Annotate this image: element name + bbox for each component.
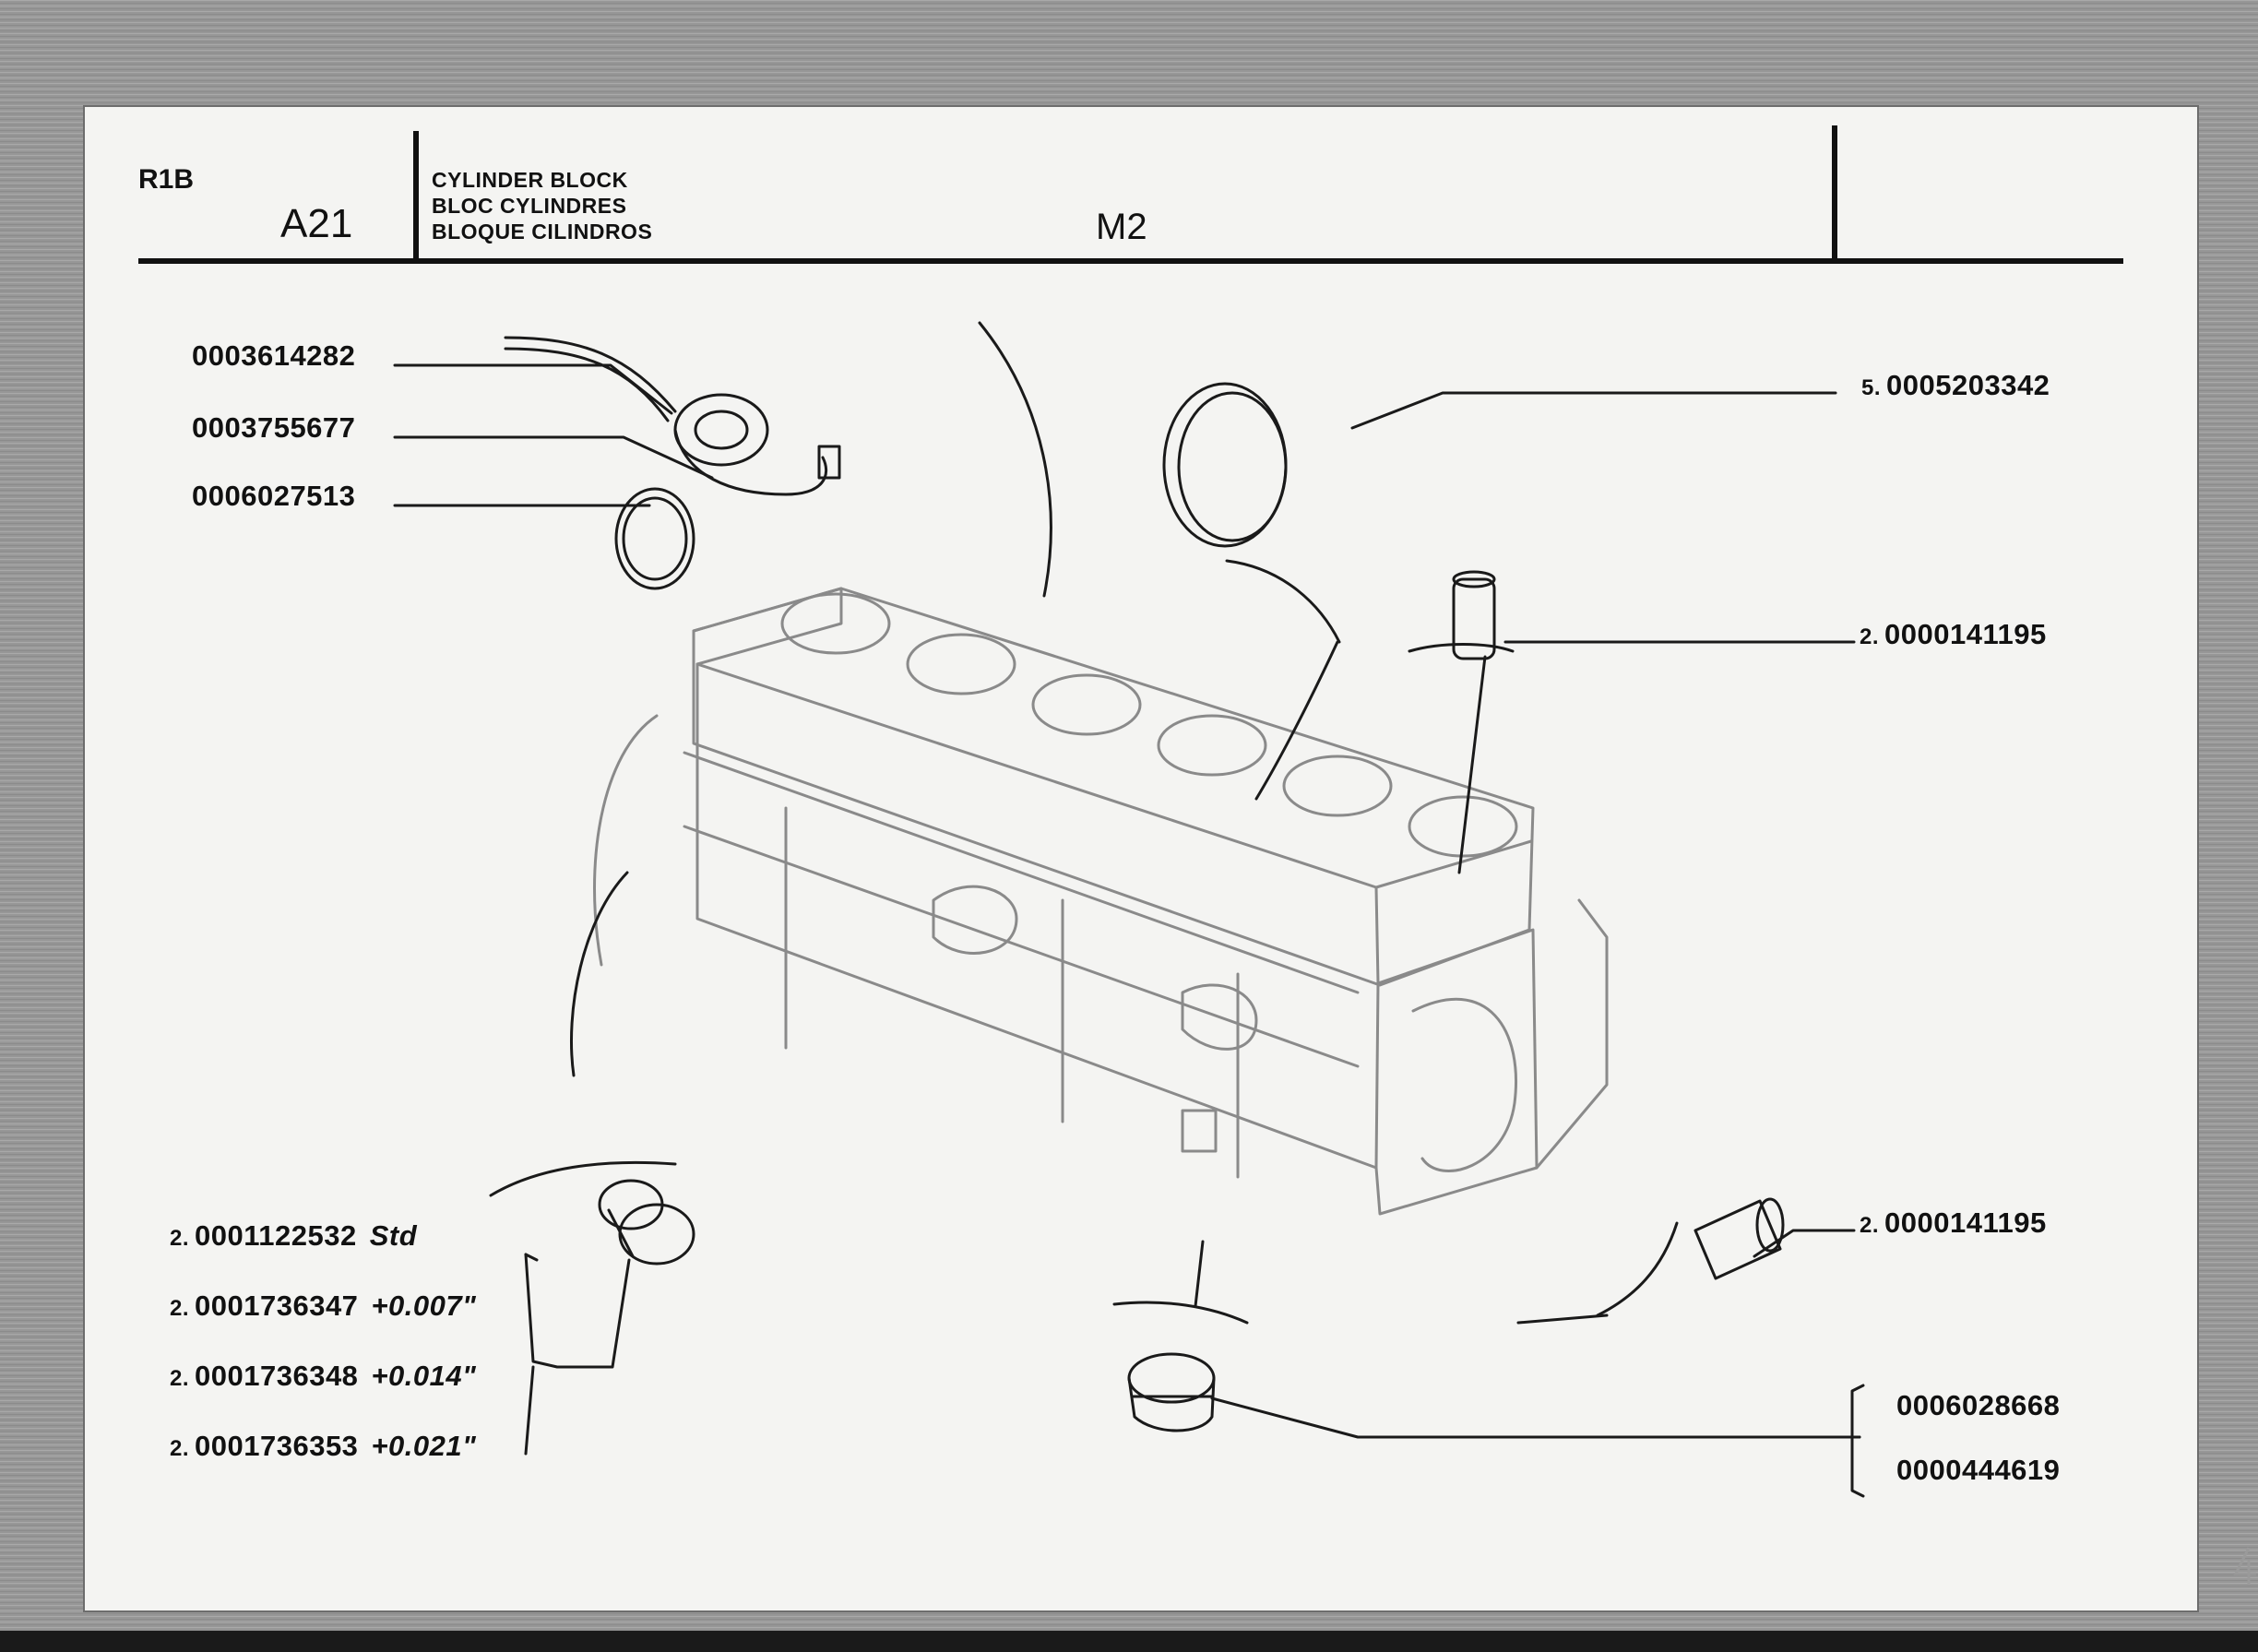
part-number: 0006028668 bbox=[1896, 1389, 2061, 1421]
freeze-plug-drawing bbox=[1127, 1352, 1216, 1432]
scan-bottom-edge bbox=[0, 1631, 2258, 1652]
quantity: 2. bbox=[170, 1296, 190, 1321]
part-label-plug-oversize-2: 2.0001736348 +0.014" bbox=[170, 1360, 476, 1393]
size-note: Std bbox=[369, 1219, 418, 1252]
part-number: 0003755677 bbox=[192, 411, 356, 444]
core-plug-drawing bbox=[1162, 382, 1288, 548]
title-english: CYLINDER BLOCK bbox=[432, 168, 628, 192]
part-number: 0001736347 bbox=[195, 1290, 359, 1322]
exploded-diagram bbox=[393, 321, 1865, 1498]
part-label-dowel-side: 2.0000141195 bbox=[1860, 1206, 2047, 1240]
size-note: +0.014" bbox=[371, 1360, 477, 1392]
part-number: 0003614282 bbox=[192, 339, 356, 372]
part-label-freeze-plug-1: 0006028668 bbox=[1896, 1389, 2060, 1422]
part-number: 0000141195 bbox=[1884, 1206, 2047, 1239]
part-number: 0001736348 bbox=[195, 1360, 359, 1392]
title-french: BLOC CYLINDRES bbox=[432, 194, 627, 218]
section-number: A21 bbox=[280, 201, 353, 246]
sensor-with-wires-drawing bbox=[504, 336, 841, 590]
oil-gallery-plug-drawing bbox=[598, 1179, 695, 1266]
quantity: 5. bbox=[1861, 375, 1882, 400]
header-divider-right bbox=[1832, 125, 1837, 264]
part-number: 0000444619 bbox=[1896, 1454, 2061, 1486]
part-label-plug-oversize-3: 2.0001736353 +0.021" bbox=[170, 1430, 476, 1463]
part-label-sensor: 0003755677 bbox=[192, 411, 355, 445]
header-underline bbox=[138, 258, 2123, 264]
part-number: 0001122532 bbox=[195, 1219, 357, 1252]
part-number: 0006027513 bbox=[192, 480, 356, 512]
part-label-plug-std: 2.0001122532 Std bbox=[170, 1219, 417, 1253]
quantity: 2. bbox=[170, 1366, 190, 1391]
part-label-core-plug: 5.0005203342 bbox=[1861, 369, 2050, 402]
parts-catalog-page: R1B A21 CYLINDER BLOCK BLOC CYLINDRES BL… bbox=[85, 107, 2256, 1610]
part-label-freeze-plug-2: 0000444619 bbox=[1896, 1454, 2060, 1487]
header-divider-left bbox=[413, 131, 419, 262]
page-code: R1B bbox=[138, 164, 195, 195]
quantity: 2. bbox=[170, 1436, 190, 1461]
quantity: 2. bbox=[1860, 1213, 1880, 1238]
quantity: 2. bbox=[1860, 624, 1880, 649]
part-label-plug-oversize-1: 2.0001736347 +0.007" bbox=[170, 1290, 476, 1323]
pencil-mark bbox=[2233, 1547, 2256, 1585]
size-note: +0.021" bbox=[371, 1430, 477, 1462]
part-label-sensor-wire: 0003614282 bbox=[192, 339, 355, 373]
bush-right-drawing bbox=[1694, 1197, 1785, 1280]
title-spanish: BLOQUE CILINDROS bbox=[432, 220, 653, 244]
part-number: 0001736353 bbox=[195, 1430, 359, 1462]
engine-block-drawing bbox=[593, 587, 1609, 1216]
size-note: +0.007" bbox=[371, 1290, 477, 1322]
part-number: 0005203342 bbox=[1886, 369, 2050, 401]
dowel-pin-drawing bbox=[1452, 570, 1496, 660]
quantity: 2. bbox=[170, 1226, 190, 1251]
part-label-dowel-top: 2.0000141195 bbox=[1860, 618, 2047, 651]
part-number: 0000141195 bbox=[1884, 618, 2047, 650]
model-code: M2 bbox=[1096, 207, 1147, 247]
leader-lines bbox=[393, 363, 1865, 1498]
part-label-seal-ring: 0006027513 bbox=[192, 480, 355, 513]
callout-arcs bbox=[489, 321, 1679, 1325]
